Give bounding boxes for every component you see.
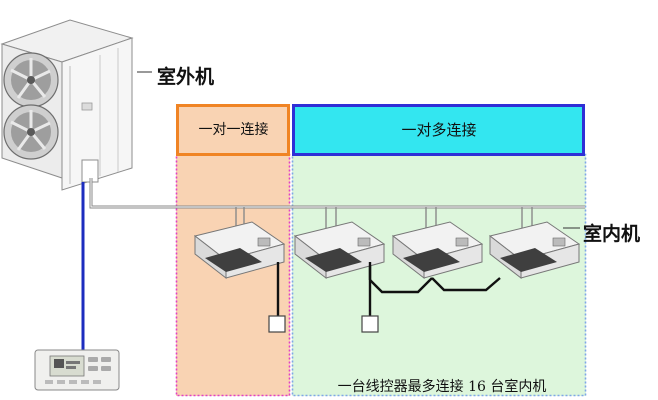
one-to-many-header-box [292, 104, 585, 156]
indoor-unit-3-icon [391, 221, 484, 280]
one-to-many-dotted-border [291, 153, 587, 397]
outdoor-unit-icon [0, 19, 134, 191]
one-to-many-header: 一对多连接 [401, 121, 477, 139]
outdoor-unit-label: 室外机 [157, 66, 215, 88]
pipe-branches [235, 207, 533, 228]
one-to-one-wall-box [268, 315, 286, 333]
one-to-many-wall-box [361, 315, 379, 333]
one-to-one-header-box [176, 104, 290, 156]
one-to-one-header: 一对一连接 [198, 122, 269, 138]
control-wiring [276, 262, 501, 316]
indoor-unit-label: 室内机 [583, 223, 641, 245]
indoor-unit-2-icon [293, 221, 386, 280]
indoor-unit-4-icon [488, 221, 581, 280]
wired-controller-icon [34, 349, 120, 391]
indoor-unit-1-icon [193, 221, 286, 280]
one-to-many-zone [292, 154, 586, 396]
controller-capacity-caption: 一台线控器最多连接 16 台室内机 [337, 379, 547, 395]
